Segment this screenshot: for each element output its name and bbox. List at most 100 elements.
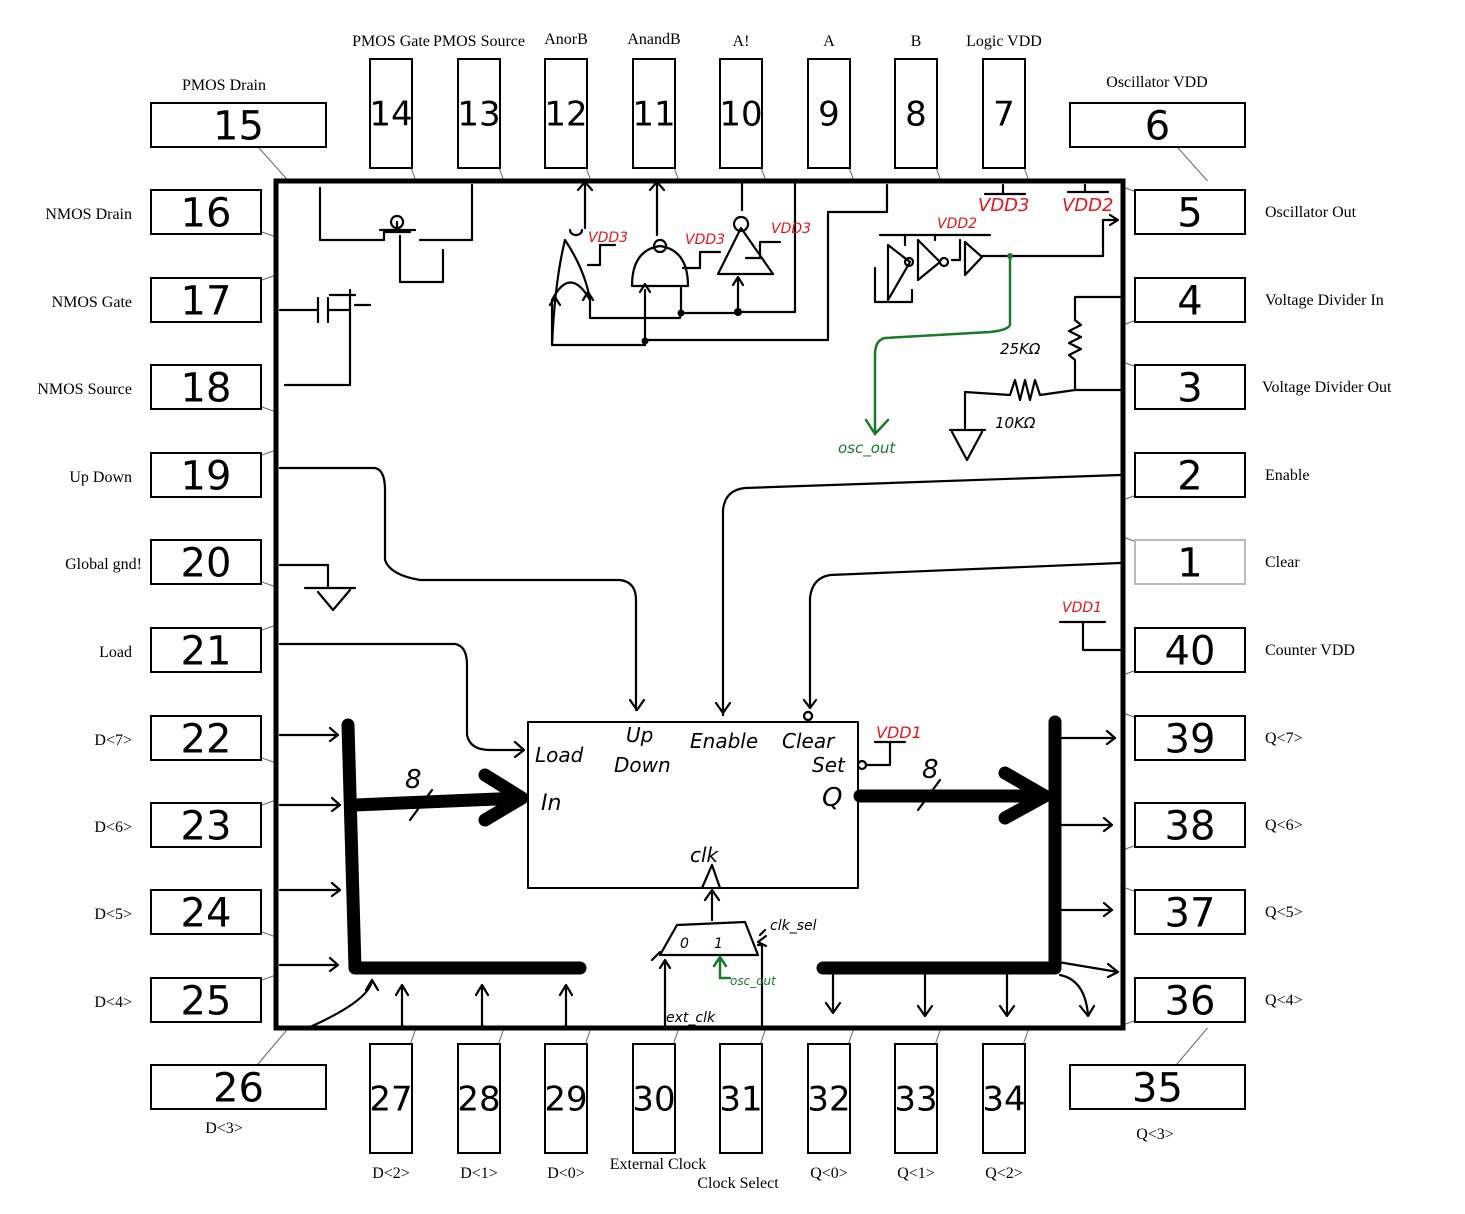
pin-label: D<3> [205,1120,243,1137]
counter-set-label: Set [812,753,846,777]
pin-26: 26D<3> [150,1064,327,1137]
pin-number: 3 [1177,365,1202,411]
pin-label: Q<3> [1136,1126,1174,1143]
pin-label: Up Down [69,469,132,486]
pin-label: A [823,33,835,50]
pin-number: 16 [181,190,232,236]
pin-number: 2 [1177,453,1202,499]
pin-number: 18 [181,365,232,411]
pin-number: 28 [457,1080,500,1120]
pin-box [807,58,851,169]
pin-number: 15 [213,103,264,149]
pin-number: 29 [544,1080,587,1120]
pin-28: 28D<1> [457,1043,501,1182]
pin-number: 25 [181,978,232,1024]
pin-label: D<7> [94,732,132,749]
vdd3-label: VDD3 [588,230,628,246]
mux-input-0-label: 0 [680,936,689,952]
pin-number: 4 [1177,278,1202,324]
pin-box [1134,802,1246,848]
pin-1: 1 Clear [1134,539,1300,586]
pin-label: AnorB [544,31,588,48]
pin-number: 12 [544,95,587,135]
internal-wiring [278,178,1122,1029]
pin-number: 32 [807,1080,850,1120]
sketch-annotations: VDD3 VDD3 VDD3 VDD3 VDD2 VDD2 VDD1 VDD1 … [405,195,1114,1026]
pin-label: Oscillator Out [1265,204,1357,221]
pin-number: 9 [818,95,840,135]
pin-box [150,364,262,410]
counter-clear-label: Clear [782,729,836,753]
pin-box [1134,277,1246,323]
pin-label: NMOS Gate [52,294,132,311]
pin-number: 13 [457,95,500,135]
pin-label: Clear [1265,554,1300,571]
vdd1-label: VDD1 [1062,600,1102,616]
data-buses [341,715,1062,975]
counter-clk-label: clk [690,843,720,867]
pin-label: D<1> [460,1165,498,1182]
pin-label: External Clock [610,1156,706,1173]
pin-8: 8B [894,33,938,169]
pin-label: D<6> [94,819,132,836]
osc-out-label: osc_out [838,439,896,458]
pin-box [1134,539,1246,585]
pin-box [982,58,1026,169]
pin-number: 24 [181,890,232,936]
pin-box [719,1043,763,1154]
osc-out-net [712,254,1012,980]
pin-label: Q<7> [1265,730,1303,747]
pin-box [150,452,262,498]
pin-number: 22 [181,716,232,762]
pin-12: 12 AnorB [544,31,588,169]
pin-box [150,102,327,148]
pin-box [1134,627,1246,673]
vdd3-label: VDD3 [978,195,1030,216]
pin-box [1134,889,1246,935]
pin-label: PMOS Source [433,33,525,50]
pin-box [544,58,588,169]
pin-label: Clock Select [697,1175,779,1192]
pin-label: Q<5> [1265,904,1303,921]
pin-label: PMOS Gate [352,33,430,50]
pin-label: AnandB [627,31,680,48]
pin-number: 40 [1165,628,1216,674]
pin-label: Oscillator VDD [1106,74,1207,91]
pin-label: NMOS Drain [45,206,132,223]
pin-10: 10A! [719,33,763,169]
pin-box [982,1043,1026,1154]
pin-label: D<5> [94,906,132,923]
pin-9: 9A [807,33,851,169]
vdd2-label: VDD2 [937,216,977,232]
pin-27: 27D<2> [369,1043,413,1182]
pin-box [1069,1064,1246,1110]
pin-label: Q<1> [897,1165,935,1182]
pin-box [150,189,262,235]
pin-label: Q<6> [1265,817,1303,834]
pin-box [1134,189,1246,235]
pin-box [1134,977,1246,1023]
pin-33: 33Q<1> [894,1043,938,1182]
pin-number: 23 [181,803,232,849]
pin-label: NMOS Source [37,381,132,398]
pin-box [150,715,262,761]
clk-sel-label: clk_sel [770,918,817,934]
pin-35: 35Q<3> [1069,1064,1246,1143]
pin-number: 8 [905,95,927,135]
pin-label: Load [99,644,132,661]
vdd3-label: VDD3 [685,232,725,248]
pin-number: 38 [1165,803,1216,849]
pin-number: 1 [1177,540,1202,586]
mux-input-1-label: 1 [714,936,723,952]
pin-label: Q<2> [985,1165,1023,1182]
pin-number: 37 [1165,890,1216,936]
counter-up-label: Up [626,723,653,747]
